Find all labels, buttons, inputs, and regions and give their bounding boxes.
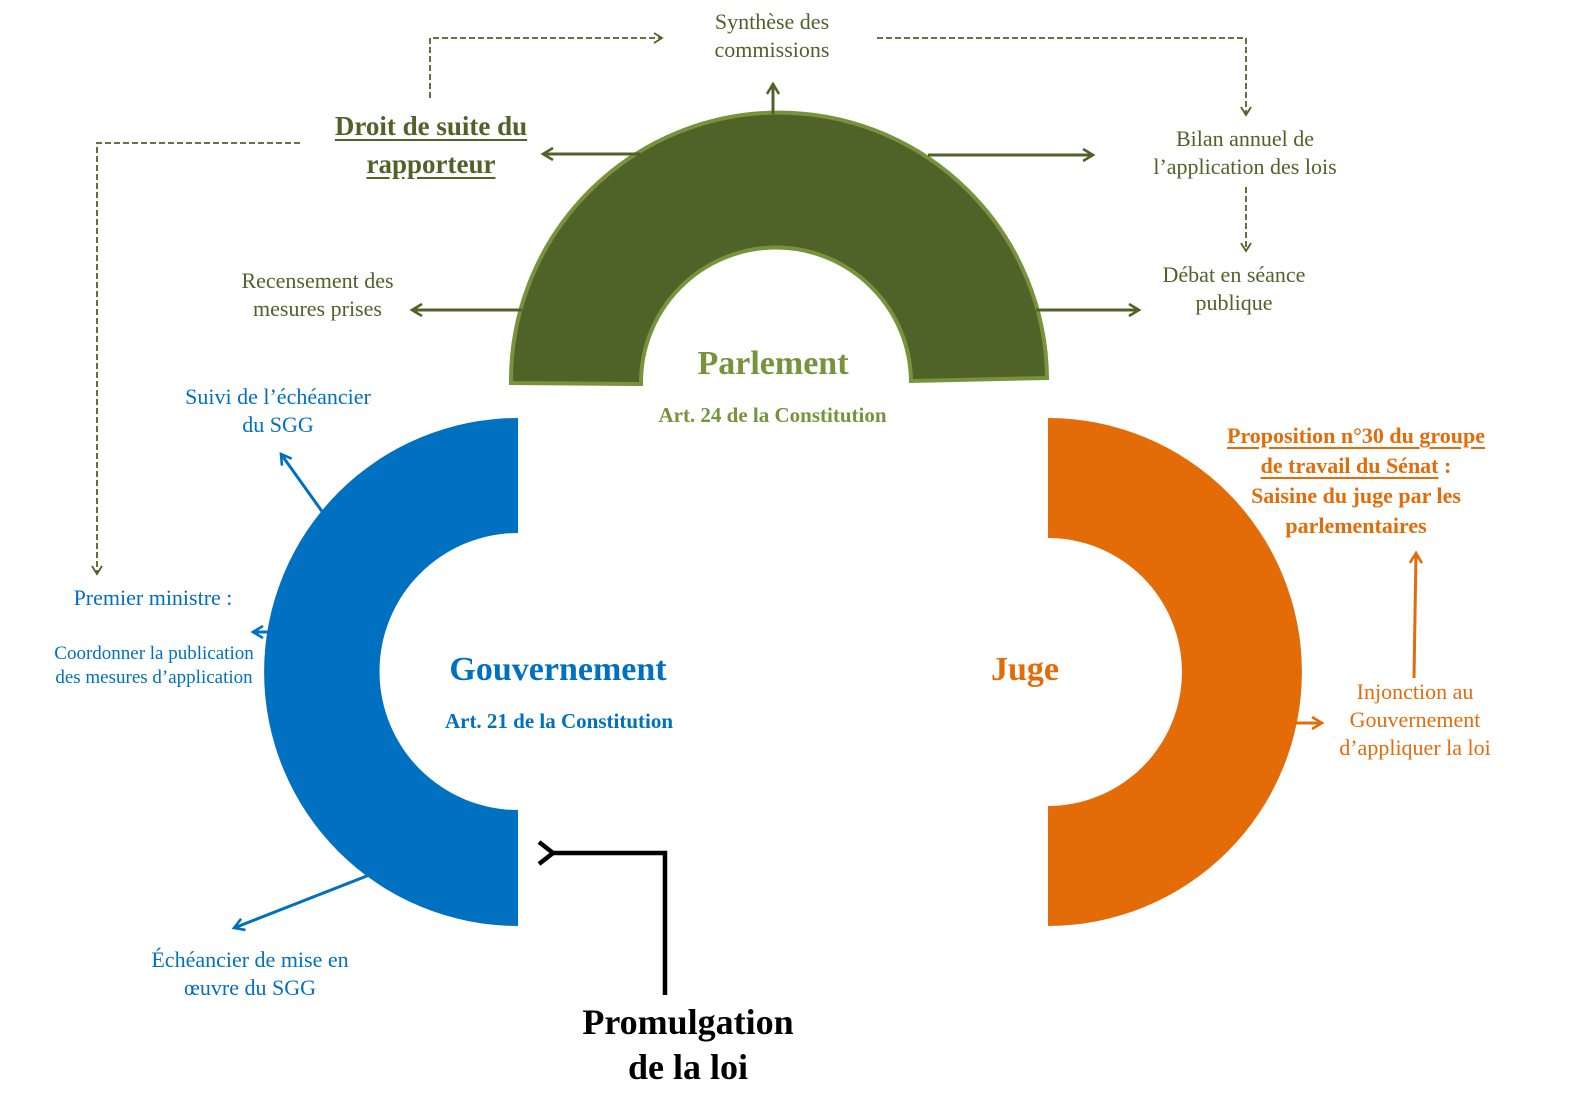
label-droit-de-suite: Droit de suite du rapporteur (296, 108, 566, 184)
gouvernement-arc (264, 418, 518, 926)
parlement-arc (508, 110, 1050, 387)
label-line: de travail du Sénat (1260, 452, 1439, 478)
label-line: Gouvernement (1349, 707, 1481, 733)
gouvernement-title: Gouvernement (449, 651, 667, 688)
label-line: Coordonner la publication (54, 643, 254, 664)
juge-arc (1048, 418, 1302, 926)
arrow-to-echeancier (234, 870, 378, 928)
label-line: parlementaires (1285, 512, 1427, 538)
label-bilan: Bilan annuel de l’application des lois (1110, 125, 1380, 181)
label-coordonner: Coordonner la publication des mesures d’… (14, 642, 294, 691)
label-line: commissions (714, 37, 830, 63)
dashed-droit-to-premier-ministre (91, 142, 300, 576)
label-line: Promulgation (582, 1002, 794, 1042)
label-line: l’application des lois (1153, 154, 1337, 180)
label-line: Échéancier de mise en (151, 947, 349, 972)
dashed-synthese-to-bilan (877, 37, 1252, 117)
label-line: des mesures d’application (55, 667, 253, 689)
label-line: Saisine du juge par les (1251, 482, 1461, 508)
parlement-title: Parlement (697, 345, 849, 382)
label-line: Proposition n°30 du groupe (1227, 423, 1485, 448)
arrow-promulgation (537, 840, 668, 995)
label-line: rapporteur (366, 148, 496, 179)
label-line: Recensement des (241, 268, 394, 293)
label-recensement: Recensement des mesures prises (200, 267, 435, 323)
arrow-to-suivi (281, 454, 333, 525)
label-promulgation: Promulgation de la loi (548, 1000, 828, 1090)
label-premier-ministre: Premier ministre : (73, 585, 233, 610)
label-line: Débat en séance (1162, 262, 1306, 287)
label-line: : (1438, 452, 1452, 478)
label-line: publique (1195, 290, 1273, 316)
dashed-droit-to-synthese (429, 32, 664, 98)
label-suivi: Suivi de l’échéancier du SGG (148, 383, 408, 439)
label-line: de la loi (627, 1047, 748, 1087)
label-line: Droit de suite du (334, 111, 528, 141)
gouvernement-article: Art. 21 de la Constitution (444, 709, 674, 733)
label-line: Synthèse des (714, 9, 830, 34)
label-line: mesures prises (253, 296, 382, 322)
label-line: œuvre du SGG (184, 975, 316, 1001)
label-line: Injonction au (1356, 679, 1474, 704)
label-line: du SGG (242, 412, 314, 438)
label-proposition: Proposition n°30 du groupe de travail du… (1186, 421, 1526, 541)
label-synthese: Synthèse des commissions (672, 8, 872, 64)
arrow-to-saisine (1414, 553, 1416, 679)
juge-title: Juge (991, 651, 1059, 688)
label-debat: Débat en séance publique (1124, 261, 1344, 317)
label-echeancier: Échéancier de mise en œuvre du SGG (115, 946, 385, 1002)
parlement-article: Art. 24 de la Constitution (658, 403, 887, 427)
label-line: d’appliquer la loi (1339, 735, 1491, 761)
label-injonction: Injonction au Gouvernement d’appliquer l… (1310, 678, 1520, 762)
label-line: Suivi de l’échéancier (185, 384, 371, 409)
label-line: Bilan annuel de (1175, 126, 1315, 151)
